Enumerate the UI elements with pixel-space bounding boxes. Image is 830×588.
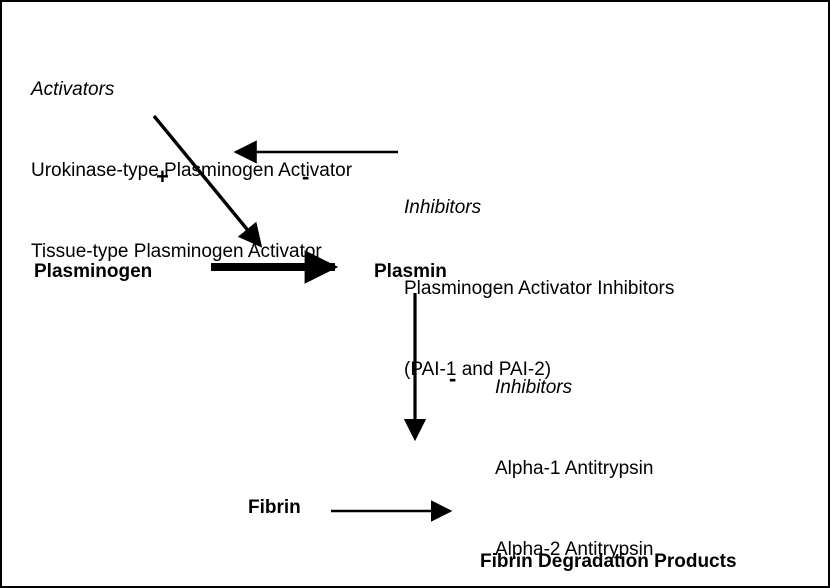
inhibitors-plasmin-item-0: Alpha-1 Antitrypsin	[495, 458, 654, 479]
minus-sign-plasmin-inhibitor: -	[449, 366, 457, 391]
activators-item-1: Tissue-type Plasminogen Activator	[31, 241, 322, 262]
node-plasmin: Plasmin	[374, 261, 447, 282]
inhibitors-plasmin-block: Inhibitors Alpha-1 Antitrypsin Alpha-2 A…	[495, 320, 681, 586]
node-plasminogen: Plasminogen	[34, 261, 153, 282]
inhibitors-pai-heading: Inhibitors	[404, 197, 482, 218]
inhibitors-plasmin-heading: Inhibitors	[495, 377, 573, 398]
node-fibrin-degradation-products: Fibrin Degradation Products	[480, 551, 737, 572]
node-fibrin: Fibrin	[248, 497, 301, 518]
inhibitors-pai-item-0: Plasminogen Activator Inhibitors	[404, 278, 675, 299]
activators-block: Activators Urokinase-type Plasminogen Ac…	[31, 22, 352, 319]
fdp-block: Fibrin Degradation Products D-dimer; oth…	[480, 494, 737, 586]
inhibitors-pai-item-1: (PAI-1 and PAI-2)	[404, 359, 552, 380]
activators-heading: Activators	[31, 79, 115, 100]
inhibitors-plasmin-item-1: Alpha-2 Antitrypsin	[495, 539, 654, 560]
activators-item-0: Urokinase-type Plasminogen Activator	[31, 160, 353, 181]
plus-sign-activation: +	[156, 164, 169, 189]
minus-sign-pai: -	[302, 164, 310, 189]
inhibitors-pai-block: Inhibitors Plasminogen Activator Inhibit…	[404, 140, 674, 437]
